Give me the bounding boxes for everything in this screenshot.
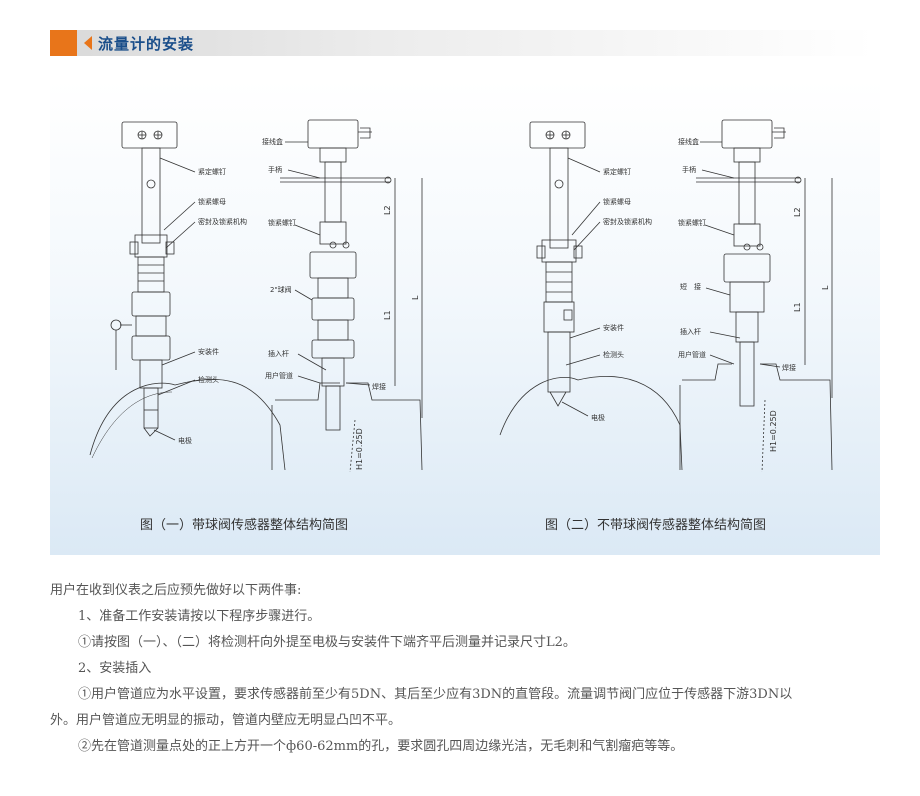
label-junction-box: 接线盒 (262, 137, 283, 146)
section-header: 流量计的安装 (50, 30, 875, 56)
label-probe: 检测头 (198, 375, 219, 384)
label-mount: 安装件 (198, 347, 219, 356)
dim-l1: L1 (383, 310, 392, 320)
header-arrow-icon (84, 36, 92, 50)
dim-h: H1=0.25D (355, 428, 364, 470)
step2-item1-line1: ①用户管道应为水平设置，要求传感器前至少有5DN、其后至少应有3DN的直管段。流… (78, 687, 793, 702)
step1-title: 1、准备工作安装请按以下程序步骤进行。 (78, 609, 321, 624)
figure-panel: 紧定螺钉 锁紧螺母 密封及锁紧机构 安装件 检测头 电极 (50, 80, 880, 555)
label-seal: 密封及锁紧机构 (198, 217, 247, 226)
label2-insert-rod: 插入杆 (680, 327, 701, 336)
label2-weld: 焊接 (782, 363, 796, 372)
body-text: 用户在收到仪表之后应预先做好以下两件事: 1、准备工作安装请按以下程序步骤进行。… (50, 578, 880, 760)
label2-mount: 安装件 (603, 323, 624, 332)
label2-lock-nut: 锁紧螺母 (603, 197, 631, 206)
label2-lock-screw: 锁紧螺钉 (678, 218, 706, 227)
step2-item1-line2: 外。用户管道应无明显的振动，管道内壁应无明显凸凹不平。 (50, 713, 402, 728)
label-electrode: 电极 (178, 436, 192, 445)
installation-diagrams: 紧定螺钉 锁紧螺母 密封及锁紧机构 安装件 检测头 电极 (89, 119, 833, 473)
label-lock-screw: 锁紧螺钉 (268, 218, 296, 227)
step2-title: 2、安装插入 (78, 661, 152, 676)
label2-electrode: 电极 (591, 413, 605, 422)
label2-probe: 检测头 (603, 350, 624, 359)
fig2-left-labels: 紧定螺钉 锁紧螺母 密封及锁紧机构 安装件 检测头 电极 (591, 167, 652, 422)
fig1-right-labels: 接线盒 手柄 锁紧螺钉 2"球阀 插入杆 用户管道 焊接 L2 L1 L H1=… (262, 137, 420, 470)
label-tighten-screw: 紧定螺钉 (198, 167, 226, 176)
dim2-l: L (821, 285, 830, 290)
label-weld: 焊接 (372, 382, 386, 391)
dim-l2: L2 (383, 205, 392, 215)
label2-tighten-screw: 紧定螺钉 (603, 167, 631, 176)
header-accent-block (50, 30, 77, 56)
step2-item2: ②先在管道测量点处的正上方开一个ф60-62mm的孔，要求圆孔四周边缘光洁，无毛… (78, 739, 684, 754)
dim2-l1: L1 (793, 302, 802, 312)
step1-item1: ①请按图（一）、（二）将检测杆向外提至电极与安装件下端齐平后测量并记录尺寸L2。 (78, 635, 576, 650)
section-title: 流量计的安装 (98, 35, 195, 53)
label-user-pipe: 用户管道 (265, 371, 293, 380)
fig1-right-sensor (271, 119, 423, 473)
dim-l: L (411, 295, 420, 300)
intro-paragraph: 用户在收到仪表之后应预先做好以下两件事: (50, 583, 302, 598)
figure1-caption: 图（一）带球阀传感器整体结构简图 (140, 518, 349, 533)
figure2-caption: 图（二）不带球阀传感器整体结构简图 (545, 518, 767, 533)
fig2-left-sensor (499, 121, 683, 471)
fig1-left-sensor (89, 121, 286, 471)
label2-user-pipe: 用户管道 (678, 350, 706, 359)
fig1-left-labels: 紧定螺钉 锁紧螺母 密封及锁紧机构 安装件 检测头 电极 (178, 167, 247, 445)
label-handle: 手柄 (268, 165, 282, 174)
label-lock-nut: 锁紧螺母 (198, 197, 226, 206)
dim2-h: H1=0.25D (769, 410, 778, 452)
label2-junction-box: 接线盒 (678, 137, 699, 146)
label-ball-valve: 2"球阀 (270, 285, 292, 294)
dim2-l2: L2 (793, 207, 802, 217)
label-insert-rod: 插入杆 (268, 349, 289, 358)
fig2-right-labels: 接线盒 手柄 锁紧螺钉 短 接 插入杆 用户管道 焊接 L2 L1 L H1=0… (678, 137, 830, 452)
label2-handle: 手柄 (682, 165, 696, 174)
label2-seal: 密封及锁紧机构 (603, 217, 652, 226)
fig2-right-sensor (679, 119, 833, 473)
label2-short-pipe: 短 接 (680, 282, 701, 291)
